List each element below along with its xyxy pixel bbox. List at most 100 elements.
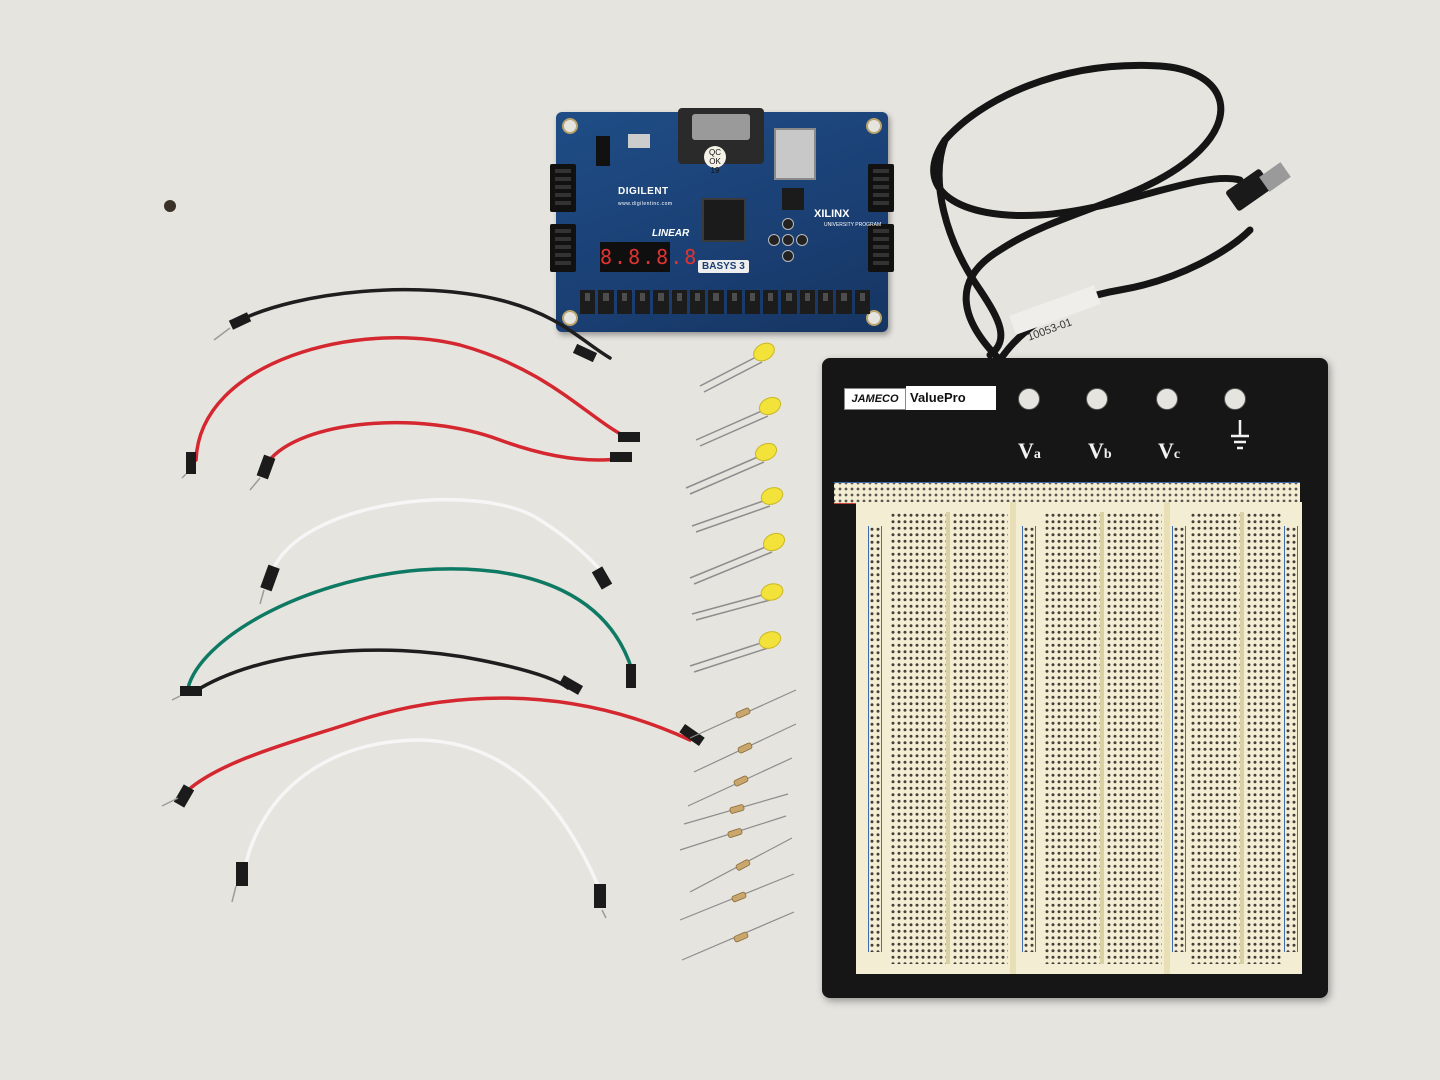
resistor (733, 931, 749, 943)
resistor (729, 804, 745, 814)
terminal-label-sub: a (1033, 447, 1041, 462)
terminal-label-main: V (1158, 438, 1174, 463)
terminal-strip (1106, 512, 1162, 964)
terminal-label-vb: Vb (1088, 438, 1112, 464)
basys3-fpga-board: QC OK 19 DIGILENT www.digilentinc.com LI… (550, 108, 894, 332)
terminal-label-vc: Vc (1158, 438, 1180, 464)
digilent-website: www.digilentinc.com (618, 201, 673, 207)
slide-switch (580, 290, 596, 314)
pmod-connector (868, 164, 894, 212)
fpga-chip (702, 198, 746, 242)
slide-switch (653, 290, 669, 314)
basys3-label: BASYS 3 (698, 260, 749, 273)
digilent-logo: DIGILENT www.digilentinc.com (618, 186, 673, 208)
yellow-led (753, 342, 775, 362)
usb-host-port (774, 128, 816, 180)
jumper-wire-white (270, 498, 608, 578)
university-program-label: UNIVERSITY PROGRAM (824, 222, 882, 228)
slide-switch (708, 290, 724, 314)
center-channel (1100, 512, 1104, 964)
slide-switch (671, 290, 687, 314)
jumper-wire-black (192, 648, 570, 694)
jumper-wire-black (234, 287, 612, 360)
center-channel (946, 512, 950, 964)
xilinx-logo: XILINX (814, 208, 850, 220)
yellow-led (758, 631, 782, 649)
slide-switch-row (580, 290, 870, 314)
jameco-logo: JAMECO (844, 388, 906, 410)
strip-divider (1164, 502, 1170, 974)
wire-connector (618, 432, 640, 442)
pmod-connector (868, 224, 894, 272)
binding-post (1086, 388, 1108, 410)
yellow-led (762, 532, 786, 552)
wire-connector (228, 312, 252, 330)
slide-switch (744, 290, 761, 314)
mount-hole (562, 118, 578, 134)
wire-connector (256, 454, 276, 480)
micro-usb-port (628, 134, 650, 148)
wire-connector (591, 566, 613, 590)
binding-post (1156, 388, 1178, 410)
terminal-strip (952, 512, 1008, 964)
terminal-label-main: V (1018, 438, 1034, 463)
binding-post (1018, 388, 1040, 410)
seven-segment-display: 8.8.8.8. (600, 242, 710, 272)
jumper-wire-red (266, 420, 628, 464)
terminal-label-sub: c (1173, 447, 1181, 462)
wire-connector (572, 343, 598, 363)
resistor (735, 707, 751, 719)
mount-hole (562, 310, 578, 326)
jumper-wire-green (186, 567, 634, 690)
slide-switch (799, 290, 816, 314)
power-rail (1172, 526, 1186, 952)
power-switch (596, 136, 610, 166)
wire-connector (173, 784, 195, 808)
mount-hole (866, 118, 882, 134)
power-rail (1022, 526, 1036, 952)
valuepro-logo: ValuePro (906, 386, 996, 410)
qc-sticker-text: QC OK (709, 148, 721, 166)
yellow-led (760, 487, 784, 505)
breadboard-top-power-rail (834, 482, 1300, 504)
yellow-led (754, 442, 778, 462)
wire-connector (679, 724, 705, 746)
slide-switch (763, 290, 779, 314)
terminal-strip (1190, 512, 1240, 964)
wire-connector (260, 564, 280, 592)
pmod-connector (550, 164, 576, 212)
linear-logo: LINEAR (652, 228, 690, 239)
slide-switch (634, 290, 651, 314)
wire-connector (594, 884, 606, 908)
slide-switch (781, 290, 797, 314)
power-rail (868, 526, 882, 952)
binding-post (1224, 388, 1246, 410)
qc-sticker: QC OK 19 (704, 146, 726, 175)
center-channel (1240, 512, 1244, 964)
resistor (735, 859, 751, 871)
solderless-breadboard (856, 502, 1302, 974)
slide-switch (616, 290, 632, 314)
wire-connector (186, 452, 196, 474)
slide-switch (818, 290, 834, 314)
power-rail (1284, 526, 1298, 952)
terminal-label-main: V (1088, 438, 1104, 463)
resistor (731, 891, 747, 903)
wire-connector (610, 452, 632, 462)
qc-sticker-number: 19 (710, 166, 720, 175)
jumper-wire-red (194, 336, 630, 462)
terminal-strip (1044, 512, 1100, 964)
terminal-label-va: Va (1018, 438, 1041, 464)
terminal-strip (1246, 512, 1282, 964)
jumper-wire-red (184, 696, 692, 794)
resistor (733, 775, 749, 787)
terminal-strip (890, 512, 946, 964)
push-button (782, 218, 794, 230)
thumbtack (164, 200, 176, 212)
pmod-connector (550, 224, 576, 272)
